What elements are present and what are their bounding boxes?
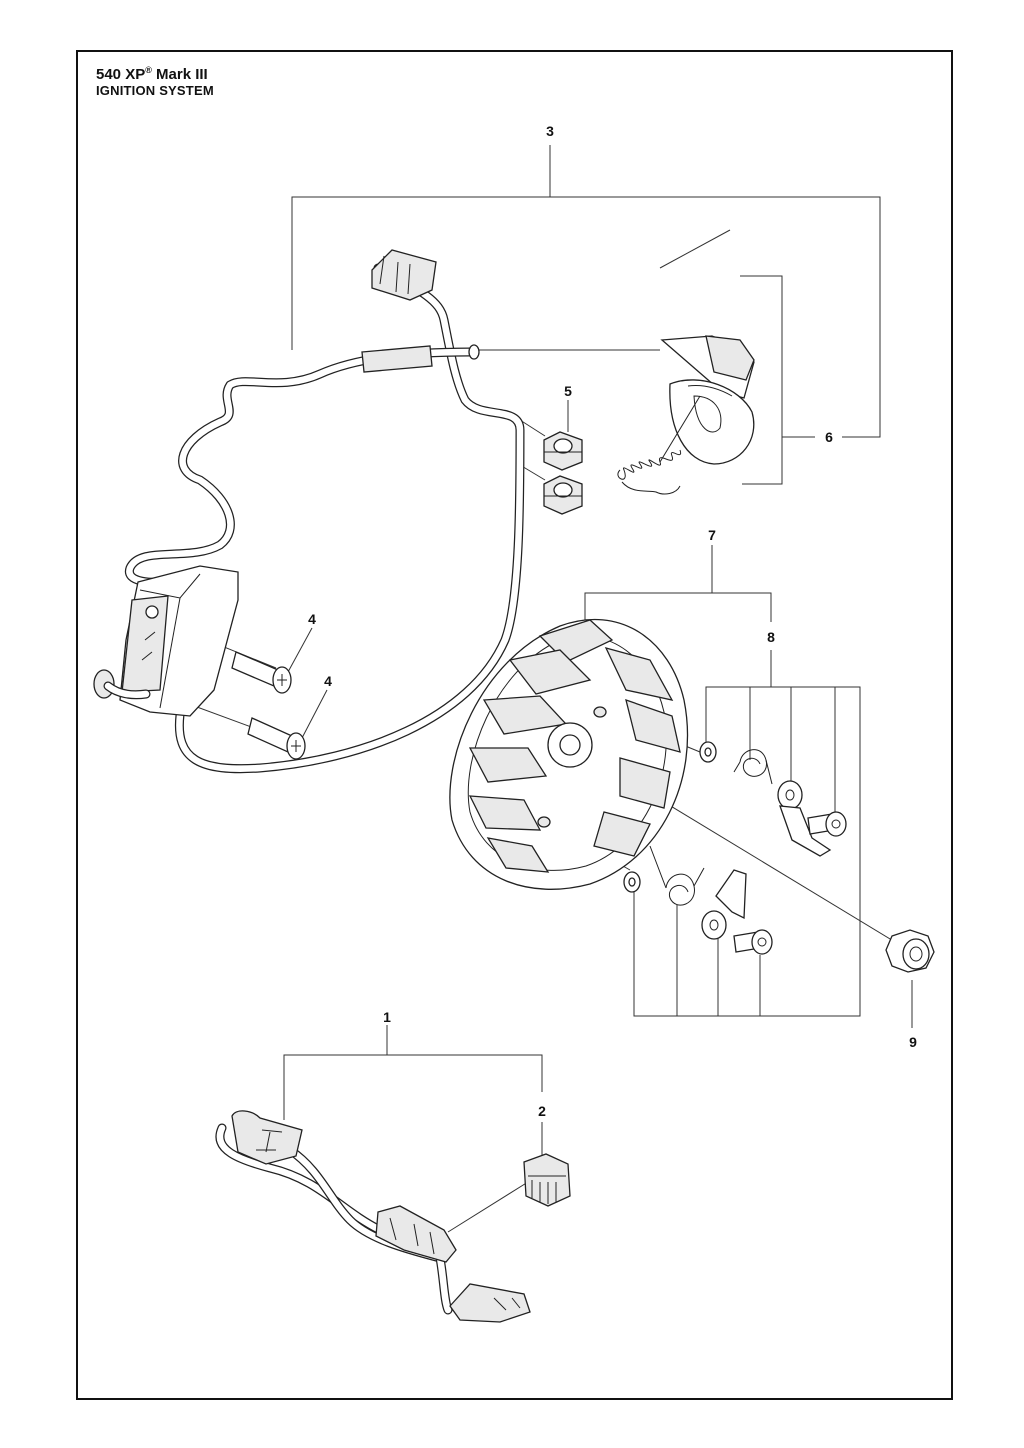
callout-1: 1 [383,1009,391,1025]
ignition-coil-module [93,565,239,717]
callout-9: 9 [909,1034,917,1050]
spark-plug-spring [617,395,701,495]
callout-2: 2 [538,1103,546,1119]
pawl-washer-lower [623,871,641,893]
module-connector [371,249,437,301]
callout-5: 5 [564,383,572,399]
drawing-frame [76,50,953,1400]
spark-plug-cap [660,335,755,465]
registered-mark: ® [145,65,152,75]
pawl-washer-upper [699,741,717,763]
model-suffix: Mark III [156,66,208,83]
callout-4-upper: 4 [308,611,316,627]
cable-grommet-lower [543,475,583,515]
model-title: 540 XP® Mark III [96,62,214,83]
callout-7: 7 [708,527,716,543]
callout-6: 6 [825,429,833,445]
callout-labels: 1 2 3 4 4 5 6 7 8 9 [308,123,917,1119]
pawl-lower [701,869,747,940]
title-block: 540 XP® Mark III IGNITION SYSTEM [96,62,214,98]
ignition-module-assembly [93,249,525,774]
callout-4-lower: 4 [324,673,332,689]
pawl-bolt-lower [733,929,773,955]
stop-switch-cable [215,1110,531,1323]
pawl-spring-upper [733,749,773,785]
pawl-upper [777,780,832,857]
flywheel [449,618,689,890]
pawl-bolt-upper [807,811,847,837]
switch-cable-grommet [523,1153,571,1207]
flywheel-nut [885,929,935,973]
cable-grommet-upper [543,431,583,471]
module-screw-upper [231,651,292,694]
callout-3: 3 [546,123,554,139]
pawl-spring-lower [649,845,705,906]
model-name: 540 XP [96,66,146,83]
module-screw-lower [247,717,306,760]
callout-8: 8 [767,629,775,645]
section-title: IGNITION SYSTEM [96,83,214,98]
